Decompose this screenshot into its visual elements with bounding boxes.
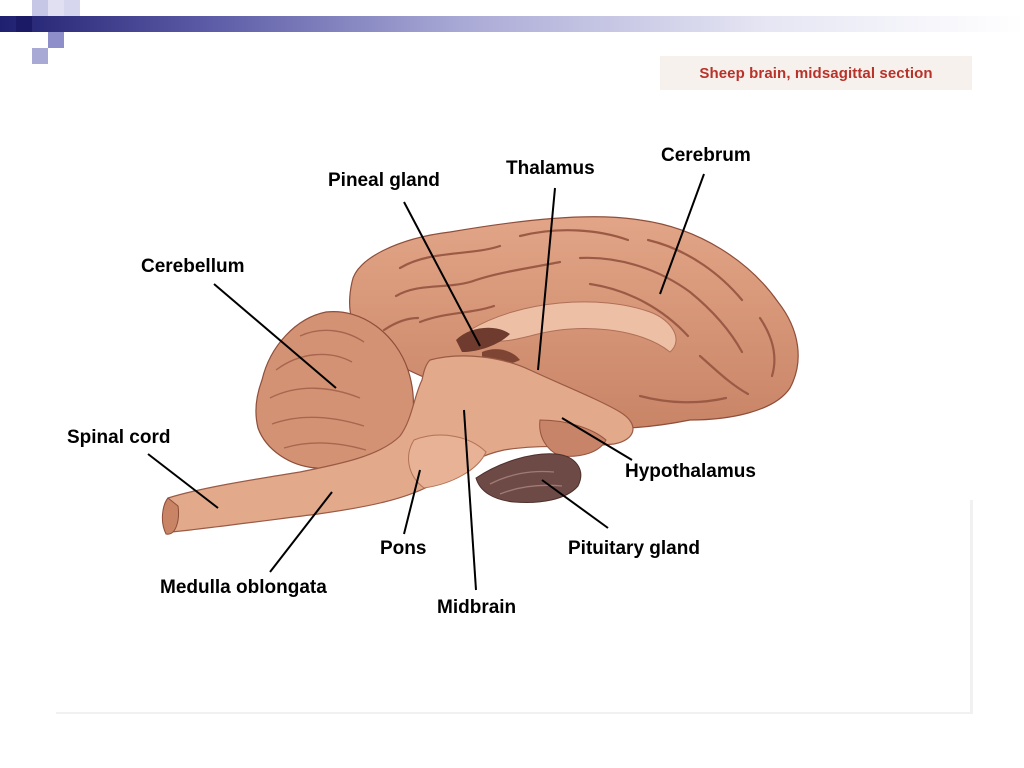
- pons-leader-line: [403, 469, 421, 535]
- brainstem-shape: [162, 355, 634, 533]
- cerebrum-leader-line: [659, 173, 705, 295]
- image-frame-edge: [970, 500, 973, 714]
- gyri-folds: [382, 229, 776, 404]
- header-square-dark: [16, 16, 32, 32]
- corpus-callosum: [469, 301, 677, 353]
- spinal-cord-end: [161, 497, 179, 535]
- image-frame-edge: [56, 712, 973, 714]
- header-square-light: [32, 0, 48, 16]
- label-medulla-oblongata: Medulla oblongata: [160, 577, 327, 598]
- header-gradient-bar: [0, 16, 1024, 32]
- figure-caption: Sheep brain, midsagittal section: [699, 64, 933, 82]
- pituitary-vessels: [489, 470, 563, 495]
- label-spinal-cord: Spinal cord: [67, 427, 171, 448]
- label-pons: Pons: [380, 538, 427, 559]
- label-cerebrum: Cerebrum: [661, 145, 751, 166]
- cerebellum-leader-line: [213, 283, 337, 389]
- header-square-light: [64, 0, 80, 16]
- label-cerebellum: Cerebellum: [141, 256, 245, 277]
- thalamus-leader-line: [537, 187, 556, 371]
- hypothalamus-leader-line: [561, 417, 633, 461]
- label-pituitary-gland: Pituitary gland: [568, 538, 700, 559]
- label-pineal-gland: Pineal gland: [328, 170, 440, 191]
- spinal-cord-leader-line: [147, 453, 219, 509]
- label-hypothalamus: Hypothalamus: [625, 461, 756, 482]
- label-midbrain: Midbrain: [437, 597, 517, 618]
- medulla-oblongata-leader-line: [269, 491, 333, 573]
- label-thalamus: Thalamus: [506, 158, 595, 179]
- leader-lines: [147, 173, 705, 591]
- pituitary-region: [475, 453, 582, 503]
- midbrain-leader-line: [463, 409, 477, 591]
- pituitary-gland-leader-line: [541, 479, 609, 529]
- caption-box: Sheep brain, midsagittal section: [660, 56, 972, 90]
- header-square-mid: [48, 32, 64, 48]
- pons-shape: [408, 434, 487, 489]
- header-square-light: [48, 0, 64, 16]
- header-square-mid: [32, 48, 48, 64]
- pineal-gland-leader-line: [403, 201, 481, 347]
- cerebellum-folia: [269, 329, 367, 451]
- ventricle: [456, 327, 510, 352]
